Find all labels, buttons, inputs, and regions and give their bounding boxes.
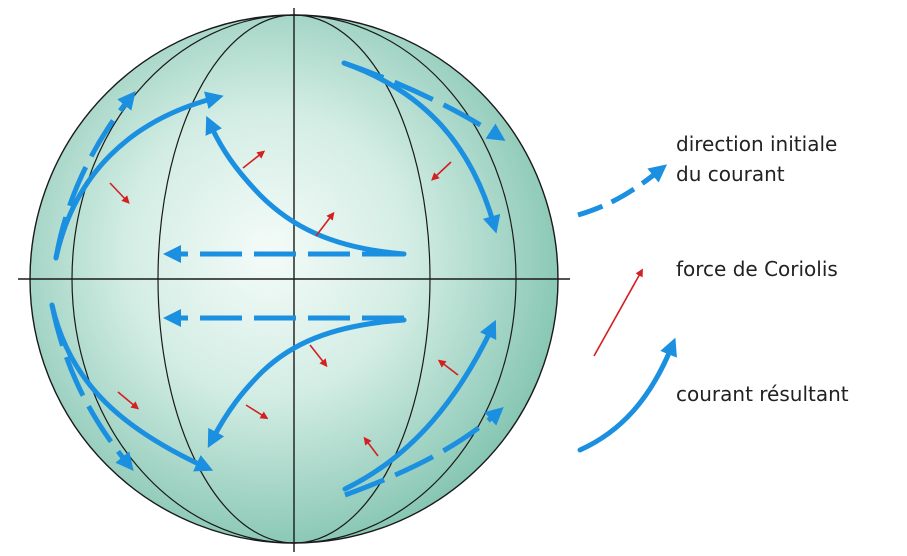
coriolis-arrow	[363, 436, 379, 457]
resulting-current-arrow	[341, 60, 501, 234]
legend-initial-direction-line1: direction initiale	[676, 132, 838, 156]
coriolis-arrow	[437, 359, 459, 376]
coriolis-arrow	[242, 150, 266, 169]
legend-initial-direction-label: direction initiale du courant	[676, 129, 837, 189]
resulting-currents	[49, 60, 501, 492]
resulting-current-arrow	[49, 302, 214, 472]
globe	[18, 8, 570, 552]
resulting-current-arrow	[205, 115, 407, 257]
legend-resulting-current-icon	[577, 337, 677, 453]
resulting-current-arrow	[207, 317, 407, 448]
legend-coriolis-label: force de Coriolis	[676, 257, 838, 281]
resulting-current-arrow	[342, 319, 497, 492]
coriolis-arrow	[431, 161, 452, 181]
legend-resulting-current-label: courant résultant	[676, 382, 849, 406]
legend-coriolis-icon	[593, 268, 643, 357]
coriolis-arrow	[117, 391, 140, 410]
legend-symbols	[577, 164, 677, 453]
legend-initial-direction-icon	[577, 164, 668, 218]
coriolis-forces	[109, 150, 459, 457]
initial-current-arrow	[344, 407, 504, 498]
coriolis-arrow	[315, 211, 335, 237]
coriolis-arrow	[109, 182, 130, 204]
coriolis-arrow	[245, 404, 269, 420]
legend-initial-direction-line2: du courant	[676, 162, 785, 186]
coriolis-arrow	[309, 344, 328, 368]
resulting-current-arrow	[53, 91, 224, 261]
